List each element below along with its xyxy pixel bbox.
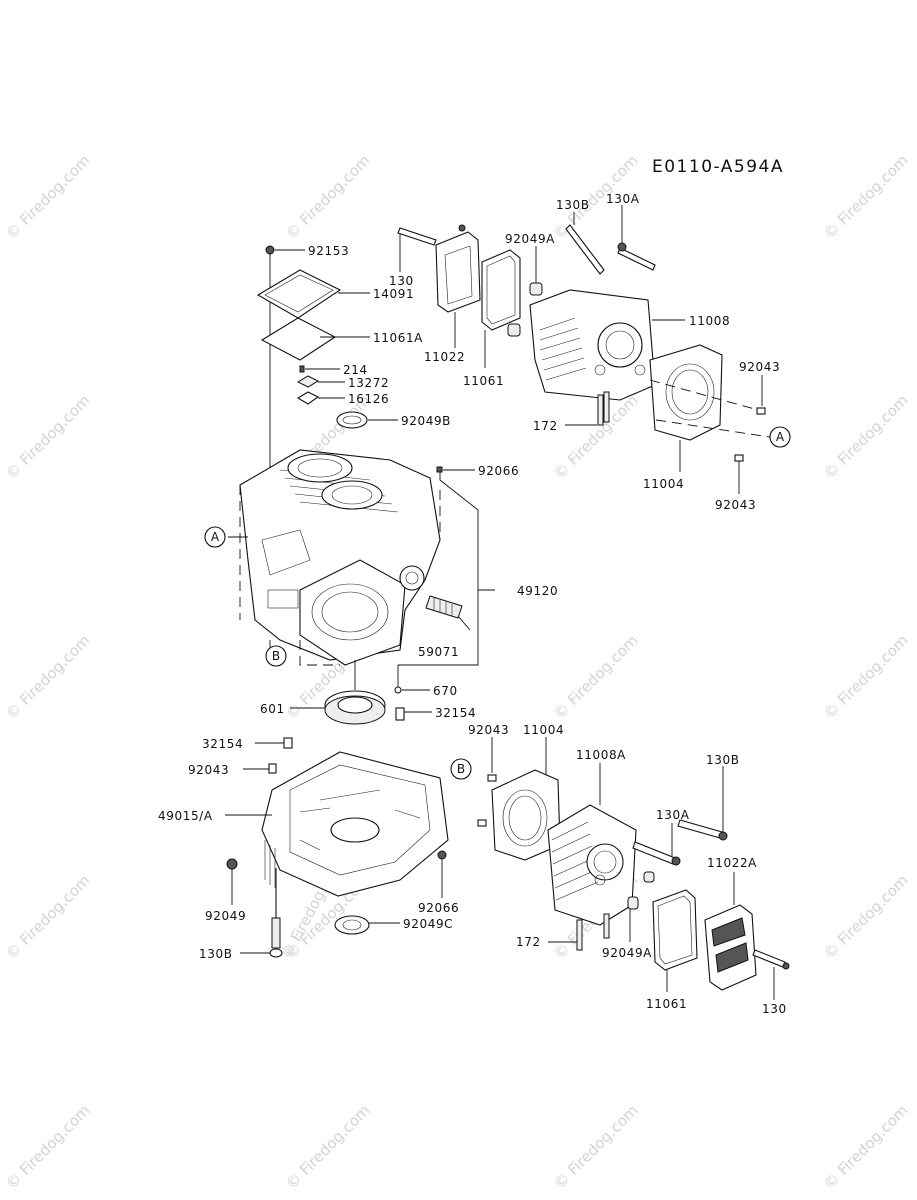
watermark: © Firedog.com [820,391,912,483]
label-11022: 11022 [424,350,465,364]
watermark: © Firedog.com [282,1101,374,1193]
watermark: © Firedog.com [820,631,912,723]
label-59071: 59071 [418,645,459,659]
callout-a-left [204,526,226,548]
label-11022A: 11022A [707,856,757,870]
callout-a-right-text: A [776,430,785,444]
label-172-bottom: 172 [516,935,541,949]
cylinder-head-11008A [477,769,790,991]
watermark: © Firedog.com [2,871,94,963]
label-11004-bottom: 11004 [523,723,564,737]
label-13272: 13272 [348,376,389,390]
reference-callouts: A B A B [204,426,791,780]
watermark: © Firedog.com [550,1101,642,1193]
watermark: © Firedog.com [820,1101,912,1193]
label-92049A-top: 92049A [505,232,555,246]
watermark: © Firedog.com [2,391,94,483]
label-92043-left: 92043 [188,763,229,777]
watermark: © Firedog.com [550,391,642,483]
label-49120: 49120 [517,584,558,598]
watermark: © Firedog.com [550,631,642,723]
cylinder-head-11008 [397,224,771,462]
label-14091: 14091 [373,287,414,301]
label-670: 670 [433,684,458,698]
diagram-code: E0110-A594A [652,157,784,177]
callout-b-left [265,645,287,667]
label-92043-c: 92043 [468,723,509,737]
label-11061-bottom: 11061 [646,997,687,1011]
oil-seal-601 [324,660,386,725]
label-92049: 92049 [205,909,246,923]
cylinder-block [239,449,463,666]
label-130-top: 130 [389,274,414,288]
label-92066-bottom: 92066 [418,901,459,915]
label-130A-right: 130A [656,808,690,822]
breather-cover-group [256,245,443,473]
label-49015A: 49015/A [158,809,213,823]
label-92066-top: 92066 [478,464,519,478]
label-130-bottom: 130 [762,1002,787,1016]
label-92049B: 92049B [401,414,451,428]
crankcase [226,707,449,958]
callout-b-right-text: B [457,762,465,776]
label-92043-b: 92043 [715,498,756,512]
label-172-top: 172 [533,419,558,433]
label-11061A: 11061A [373,331,423,345]
label-92043-a: 92043 [739,360,780,374]
label-214: 214 [343,363,368,377]
watermark: © Firedog.com [282,151,374,243]
label-11004-top: 11004 [643,477,684,491]
watermark: © Firedog.com [2,151,94,243]
label-130A-top: 130A [606,192,640,206]
part-labels: 92153 14091 11061A 214 13272 16126 92049… [158,192,787,1016]
bracket-49120 [394,472,495,694]
callout-a-right [769,426,791,448]
label-92049C: 92049C [403,917,453,931]
label-92049A-bottom: 92049A [602,946,652,960]
label-11061-top: 11061 [463,374,504,388]
label-130B-left: 130B [199,947,233,961]
label-130B-right: 130B [706,753,740,767]
label-32154-left: 32154 [202,737,243,751]
watermark: © Firedog.com [820,151,912,243]
label-11008: 11008 [689,314,730,328]
leader-lines [225,205,775,1000]
watermark: © Firedog.com [820,871,912,963]
callout-b-right [450,758,472,780]
label-130B-top: 130B [556,198,590,212]
label-601: 601 [260,702,285,716]
callout-a-left-text: A [211,530,220,544]
label-16126: 16126 [348,392,389,406]
label-11008A: 11008A [576,748,626,762]
callout-b-left-text: B [272,649,280,663]
label-92153: 92153 [308,244,349,258]
label-32154-right: 32154 [435,706,476,720]
watermark: © Firedog.com [2,631,94,723]
watermark: © Firedog.com [2,1101,94,1193]
